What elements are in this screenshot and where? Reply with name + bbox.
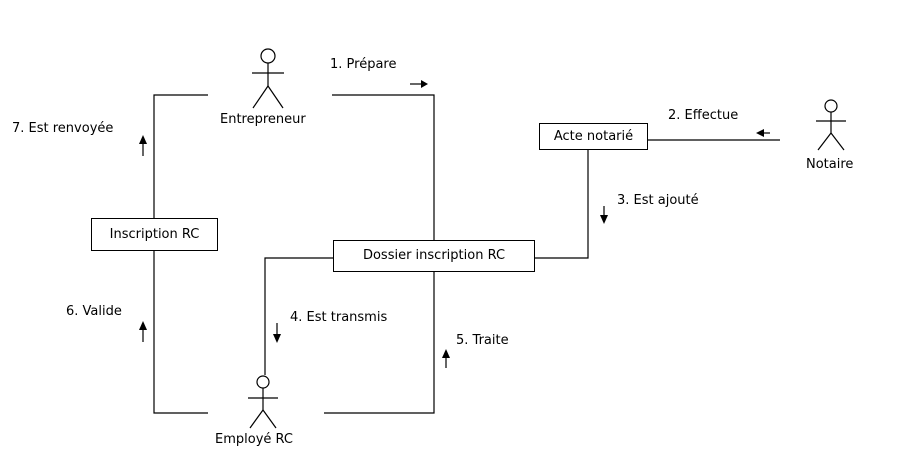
link-entrepreneur-dossier — [332, 94, 435, 240]
acte-notarie-box: Acte notarié — [539, 123, 648, 150]
link-entrepreneur-inscription — [153, 94, 208, 218]
inscription-rc-box: Inscription RC — [91, 218, 218, 251]
arrow-6-head — [139, 321, 147, 330]
arrow-7-head — [139, 135, 147, 144]
employe-icon — [248, 375, 278, 429]
message-7-label: 7. Est renvoyée — [12, 121, 114, 136]
arrow-2-head — [756, 129, 764, 137]
dossier-inscription-box: Dossier inscription RC — [333, 240, 535, 272]
link-inscription-employe — [153, 251, 208, 414]
arrow-3-head — [600, 215, 608, 224]
message-1-label: 1. Prépare — [330, 57, 397, 72]
message-4-label: 4. Est transmis — [290, 310, 388, 325]
message-6-label: 6. Valide — [66, 304, 122, 319]
message-2-label: 2. Effectue — [668, 108, 739, 123]
employe-label: Employé RC — [215, 432, 293, 447]
message-3-label: 3. Est ajouté — [617, 193, 699, 208]
arrow-4-head — [273, 334, 281, 343]
link-employe-dossier-transmis — [264, 257, 333, 375]
arrow-5-head — [442, 349, 450, 358]
notaire-label: Notaire — [806, 157, 854, 172]
entrepreneur-label: Entrepreneur — [220, 112, 306, 127]
link-dossier-acte — [535, 150, 589, 259]
notaire-icon — [816, 99, 846, 151]
arrow-1-head — [421, 80, 428, 88]
message-5-label: 5. Traite — [456, 333, 509, 348]
entrepreneur-icon — [252, 48, 284, 109]
link-employe-dossier-traite — [324, 272, 435, 414]
